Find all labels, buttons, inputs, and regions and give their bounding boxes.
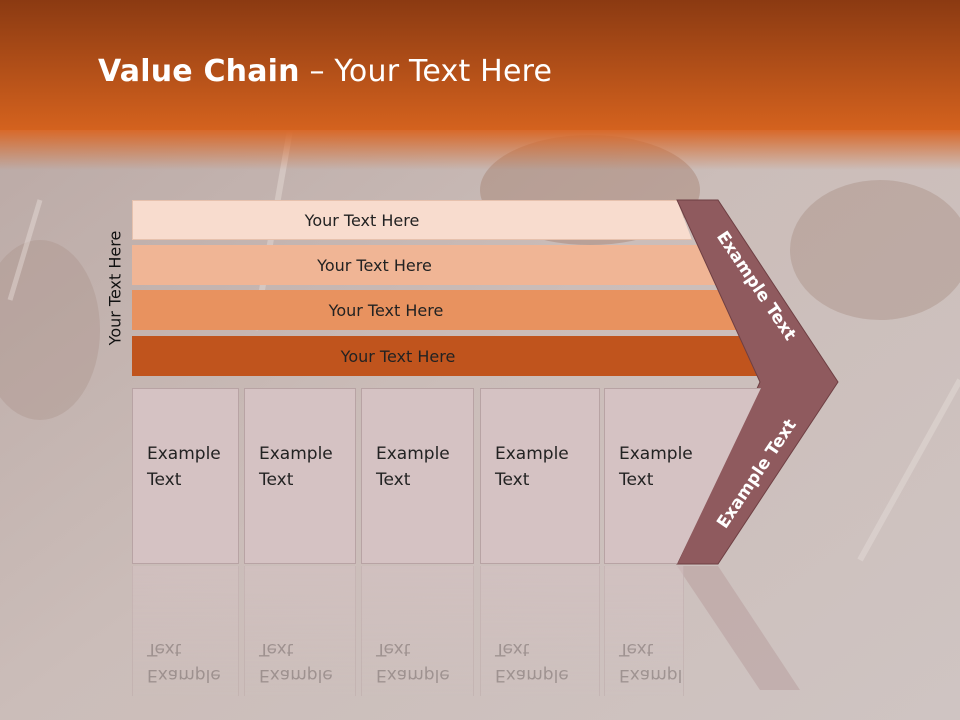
example-box-4-reflection: Example Text xyxy=(480,566,600,696)
example-box-3-reflection: Example Text xyxy=(361,566,474,696)
reflection-1-line1: Example xyxy=(147,665,221,685)
stack-bar-3-label: Your Text Here xyxy=(328,300,444,320)
example-box-3-line1: Example xyxy=(376,444,450,464)
stack-bar-1: Your Text Here xyxy=(132,200,692,240)
example-box-1-reflection-text: Example Text xyxy=(147,636,221,688)
example-box-2-line2: Text xyxy=(259,470,294,490)
example-box-4-line1: Example xyxy=(495,444,569,464)
reflection-2-line2: Text xyxy=(259,639,294,659)
example-box-5-line1: Example xyxy=(619,444,693,464)
example-box-5-line2: Text xyxy=(619,470,654,490)
example-box-1: Example Text xyxy=(132,388,239,564)
title-bold: Value Chain xyxy=(98,54,300,89)
stack-bar-4-label: Your Text Here xyxy=(340,346,456,366)
example-box-4-line2: Text xyxy=(495,470,530,490)
example-box-3-line2: Text xyxy=(376,470,411,490)
example-box-5-reflection-text: Example Text xyxy=(619,636,683,688)
reflection-2-line1: Example xyxy=(259,665,333,685)
example-box-5-reflection: Example Text xyxy=(604,566,684,696)
example-box-1-reflection: Example Text xyxy=(132,566,239,696)
reflection-5-line2: Text xyxy=(619,639,654,659)
stack-bar-1-label: Your Text Here xyxy=(304,210,420,230)
stack-bar-3: Your Text Here xyxy=(132,290,740,330)
example-box-2: Example Text xyxy=(244,388,356,564)
example-box-4: Example Text xyxy=(480,388,600,564)
reflection-1-line2: Text xyxy=(147,639,182,659)
example-box-4-reflection-text: Example Text xyxy=(495,636,569,688)
slide-title: Value Chain – Your Text Here xyxy=(98,54,552,89)
stack-bar-2: Your Text Here xyxy=(132,245,717,285)
stack-bar-2-label: Your Text Here xyxy=(317,255,432,275)
example-box-3-reflection-text: Example Text xyxy=(376,636,450,688)
reflection-3-line2: Text xyxy=(376,639,411,659)
example-box-1-line1: Example xyxy=(147,444,221,464)
stack-bar-4: Your Text Here xyxy=(132,336,764,376)
example-box-1-line2: Text xyxy=(147,470,182,490)
example-box-2-line1: Example xyxy=(259,444,333,464)
example-box-2-reflection: Example Text xyxy=(244,566,356,696)
example-box-3: Example Text xyxy=(361,388,474,564)
reflection-5-line1: Example xyxy=(619,665,683,685)
title-rest: – Your Text Here xyxy=(299,54,553,89)
reflection-4-line2: Text xyxy=(495,639,530,659)
example-box-2-reflection-text: Example Text xyxy=(259,636,333,688)
reflection-3-line1: Example xyxy=(376,665,450,685)
reflection-4-line1: Example xyxy=(495,665,569,685)
